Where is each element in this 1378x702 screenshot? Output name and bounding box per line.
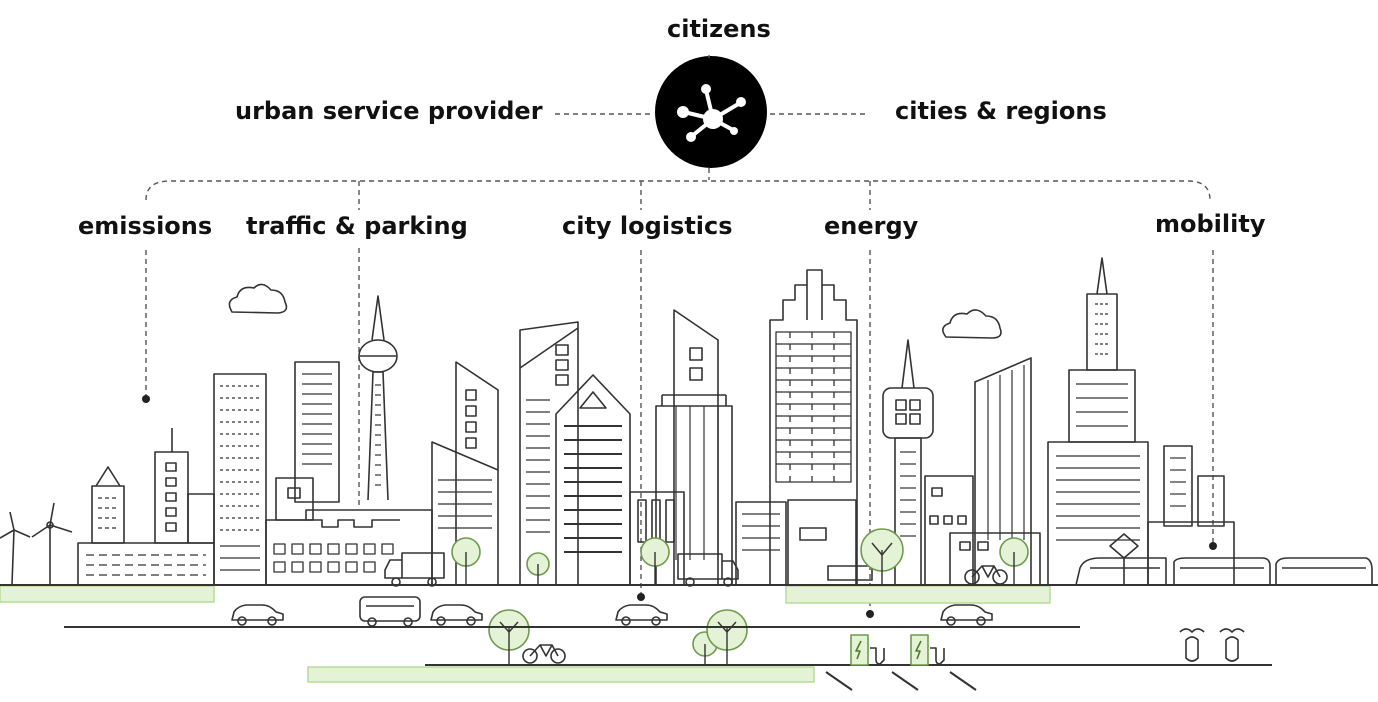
sector-label-mobility: mobility	[1155, 210, 1266, 238]
hub-label-cities-regions: cities & regions	[895, 97, 1107, 125]
sector-label-energy: energy	[824, 212, 919, 240]
ev-charger-icon	[910, 634, 945, 666]
delivery-truck-icon	[677, 553, 739, 587]
network-hub-icon	[655, 56, 767, 168]
buildings-mobility	[1047, 257, 1235, 585]
tram-icon	[1075, 557, 1373, 586]
car-icon	[231, 604, 284, 626]
car-icon	[615, 604, 668, 626]
buildings-energy	[769, 269, 1041, 586]
delivery-truck-icon	[384, 552, 445, 587]
cloud-icon	[228, 283, 288, 314]
connector-dots	[142, 395, 1217, 618]
cloud-icon	[942, 309, 1002, 339]
bus-icon	[359, 596, 421, 627]
hub-label-urban-service-provider: urban service provider	[235, 97, 543, 125]
bicycle-icon	[522, 644, 566, 664]
ev-charger-icon	[850, 634, 885, 666]
sector-label-emissions: emissions	[78, 212, 213, 240]
buildings-traffic	[265, 295, 499, 585]
buildings-logistics	[519, 309, 787, 586]
ground-lines	[0, 584, 1378, 691]
sector-label-traffic-parking: traffic & parking	[246, 212, 468, 240]
car-icon	[940, 604, 993, 626]
car-icon	[430, 604, 483, 626]
scooter-icon	[1179, 628, 1245, 662]
tree-trunks	[465, 542, 1015, 664]
sector-label-city-logistics: city logistics	[562, 212, 733, 240]
hub-label-citizens: citizens	[667, 15, 771, 43]
buildings-left	[77, 373, 267, 586]
wind-turbine-icon	[0, 502, 73, 585]
bicycle-icon	[964, 565, 1008, 585]
